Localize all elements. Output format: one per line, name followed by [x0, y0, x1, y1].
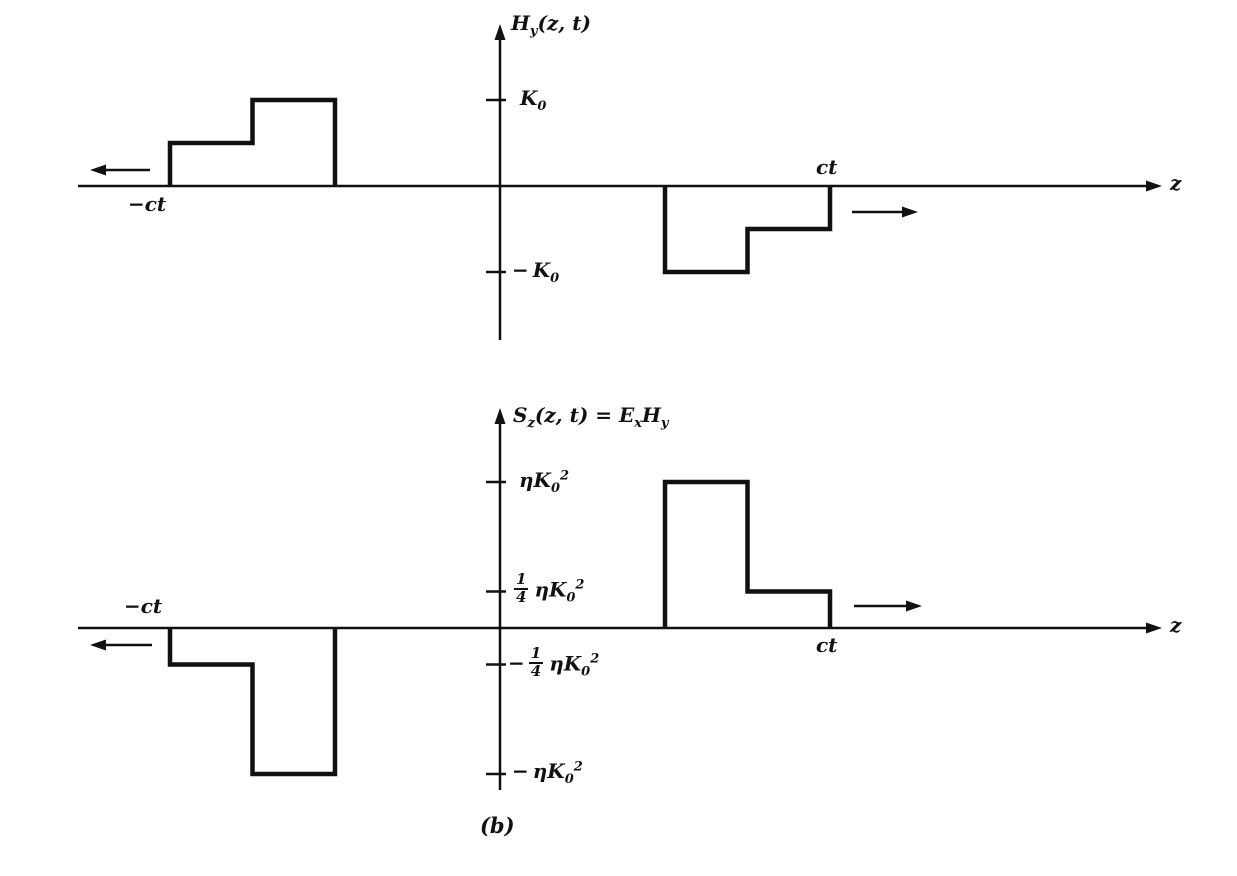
figure-caption: (b) — [480, 813, 515, 838]
bottom-tick-label-neg-etaK0sq: −ηK02 — [512, 759, 583, 787]
top-tick-label-K0: K0 — [520, 86, 547, 114]
bottom-left-motion-arrowhead — [90, 639, 106, 651]
top-right-motion-arrowhead — [902, 206, 918, 218]
bottom-right-motion-arrowhead — [906, 600, 922, 612]
bottom-pulse-right — [662, 479, 833, 628]
top-xlabel-z: z — [1170, 171, 1182, 195]
bottom-xlabel-z: z — [1170, 613, 1182, 637]
bottom-pulse-left — [167, 628, 338, 777]
bottom-y-axis-arrowhead — [494, 408, 506, 424]
top-ct-label: ct — [816, 155, 838, 179]
bottom-plot-ylabel: Sz(z, t) = ExHy — [513, 403, 669, 431]
top-y-axis-arrowhead — [494, 24, 506, 40]
top-left-motion-arrowhead — [90, 164, 106, 176]
top-pulse-right — [662, 186, 833, 275]
bottom-neg-ct-label: −ct — [124, 594, 163, 618]
top-neg-ct-label: −ct — [128, 192, 167, 216]
top-pulse-left — [167, 97, 338, 186]
bottom-ct-label: ct — [816, 633, 838, 657]
bottom-z-axis-arrowhead — [1146, 622, 1162, 634]
bottom-tick-label-etaK0sq: ηK02 — [519, 468, 570, 496]
top-plot-ylabel: Hy(z, t) — [511, 11, 591, 39]
top-tick-label-neg-K0: −K0 — [512, 258, 560, 286]
top-z-axis-arrowhead — [1146, 180, 1162, 192]
